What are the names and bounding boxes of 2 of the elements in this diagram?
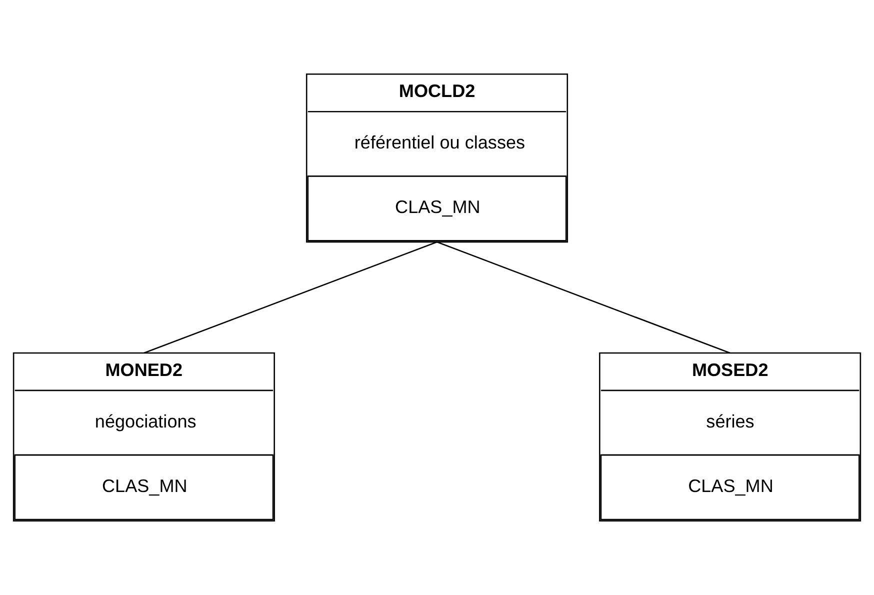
connector (436, 241, 730, 354)
connector (144, 241, 438, 354)
